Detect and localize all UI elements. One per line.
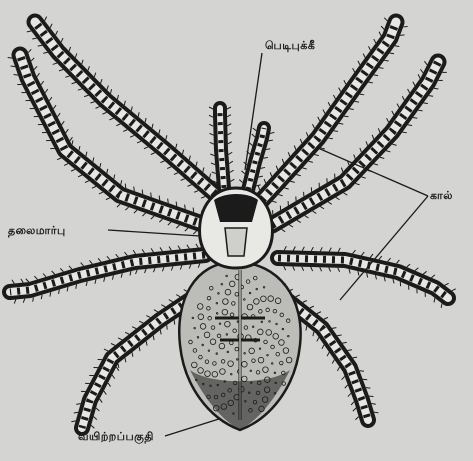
label-cephalothorax: தலைமார்பு (8, 224, 66, 239)
pedipalp-left (209, 107, 234, 188)
leg-right-3 (278, 246, 456, 308)
pointer-abdomen (165, 418, 222, 436)
leg-left-3 (10, 244, 205, 304)
leg-left-2 (8, 49, 205, 234)
label-leg: கால் (430, 189, 453, 204)
leg-left-1 (27, 17, 224, 205)
label-pedipalp: பெடிபுக்கீ (265, 39, 315, 54)
pointer-cephalothorax (108, 230, 200, 236)
cephalothorax-eye-region (214, 194, 258, 222)
label-abdomen: வயிற்றப்பகுதி (78, 430, 154, 445)
